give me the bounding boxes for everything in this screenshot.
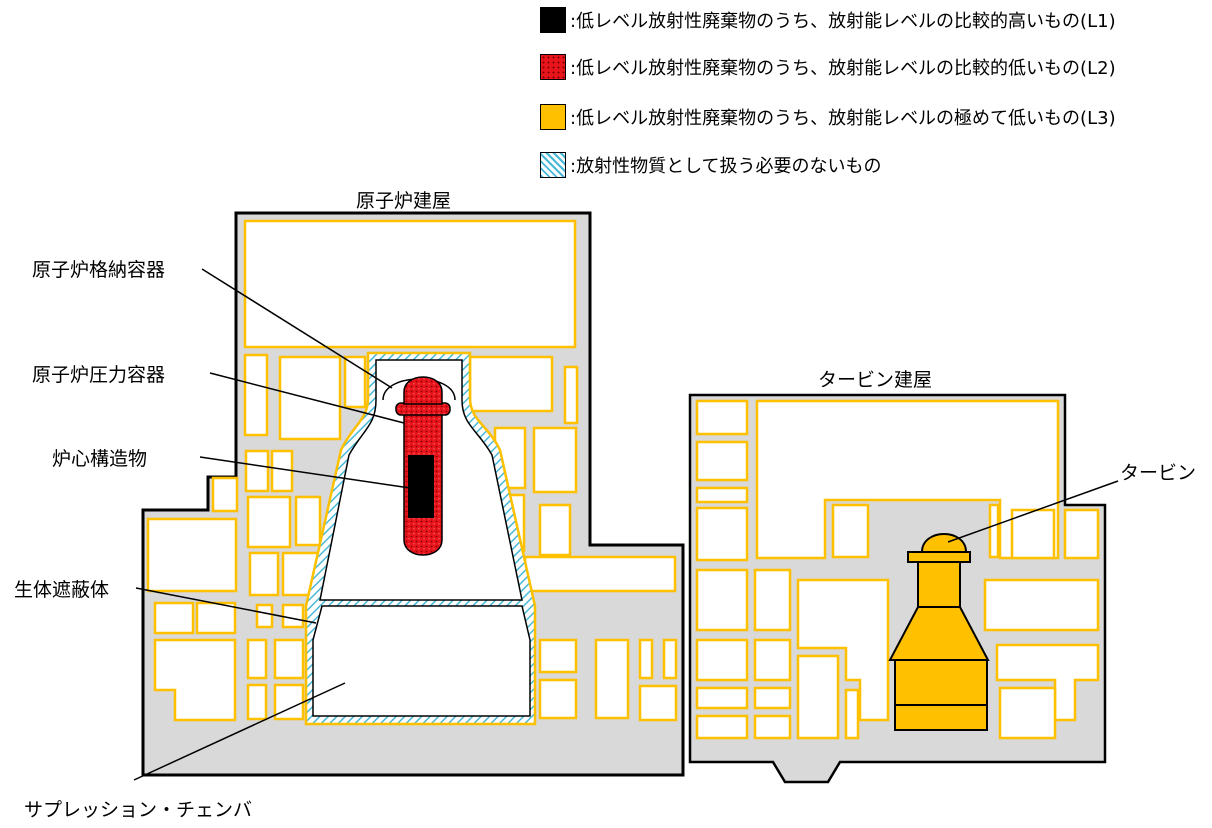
legend-label-l3: :低レベル放射性廃棄物のうち、放射能レベルの極めて低いもの(L3) (570, 108, 1116, 129)
clearance-swatch (540, 152, 566, 178)
turbine (888, 533, 990, 731)
legend-label-clearance: :放射性物質として扱う必要のないもの (570, 156, 882, 177)
core-structure-label: 炉心構造物 (52, 448, 148, 470)
core-structure (408, 455, 434, 518)
legend-item-l3: :低レベル放射性廃棄物のうち、放射能レベルの極めて低いもの(L3) (540, 102, 1200, 132)
l2-swatch (540, 54, 566, 80)
l1-swatch (540, 7, 566, 33)
suppression-chamber-label: サプレッション・チェンバ (24, 799, 253, 821)
legend-label-l1: :低レベル放射性廃棄物のうち、放射能レベルの比較的高いもの(L1) (570, 11, 1116, 32)
turbine-building-title: タービン建屋 (818, 369, 933, 391)
leader-lines (133, 268, 1119, 781)
pressure-vessel-label: 原子炉圧力容器 (32, 364, 166, 386)
reactor-building-rooms (146, 219, 678, 722)
legend-item-l1: :低レベル放射性廃棄物のうち、放射能レベルの比較的高いもの(L1) (540, 5, 1200, 35)
l3-swatch (540, 104, 566, 130)
biological-shield-label: 生体遮蔽体 (14, 579, 110, 601)
containment-vessel-label: 原子炉格納容器 (32, 259, 166, 281)
legend-label-l2: :低レベル放射性廃棄物のうち、放射能レベルの比較的低いもの(L2) (570, 58, 1116, 79)
legend-item-clearance: :放射性物質として扱う必要のないもの (540, 150, 1200, 180)
legend-item-l2: :低レベル放射性廃棄物のうち、放射能レベルの比較的低いもの(L2) (540, 52, 1200, 82)
reactor-building-title: 原子炉建屋 (356, 190, 452, 212)
turbine-label: タービン (1120, 462, 1197, 484)
turbine-building-rooms (695, 399, 1100, 740)
suppression-chamber (312, 605, 531, 717)
